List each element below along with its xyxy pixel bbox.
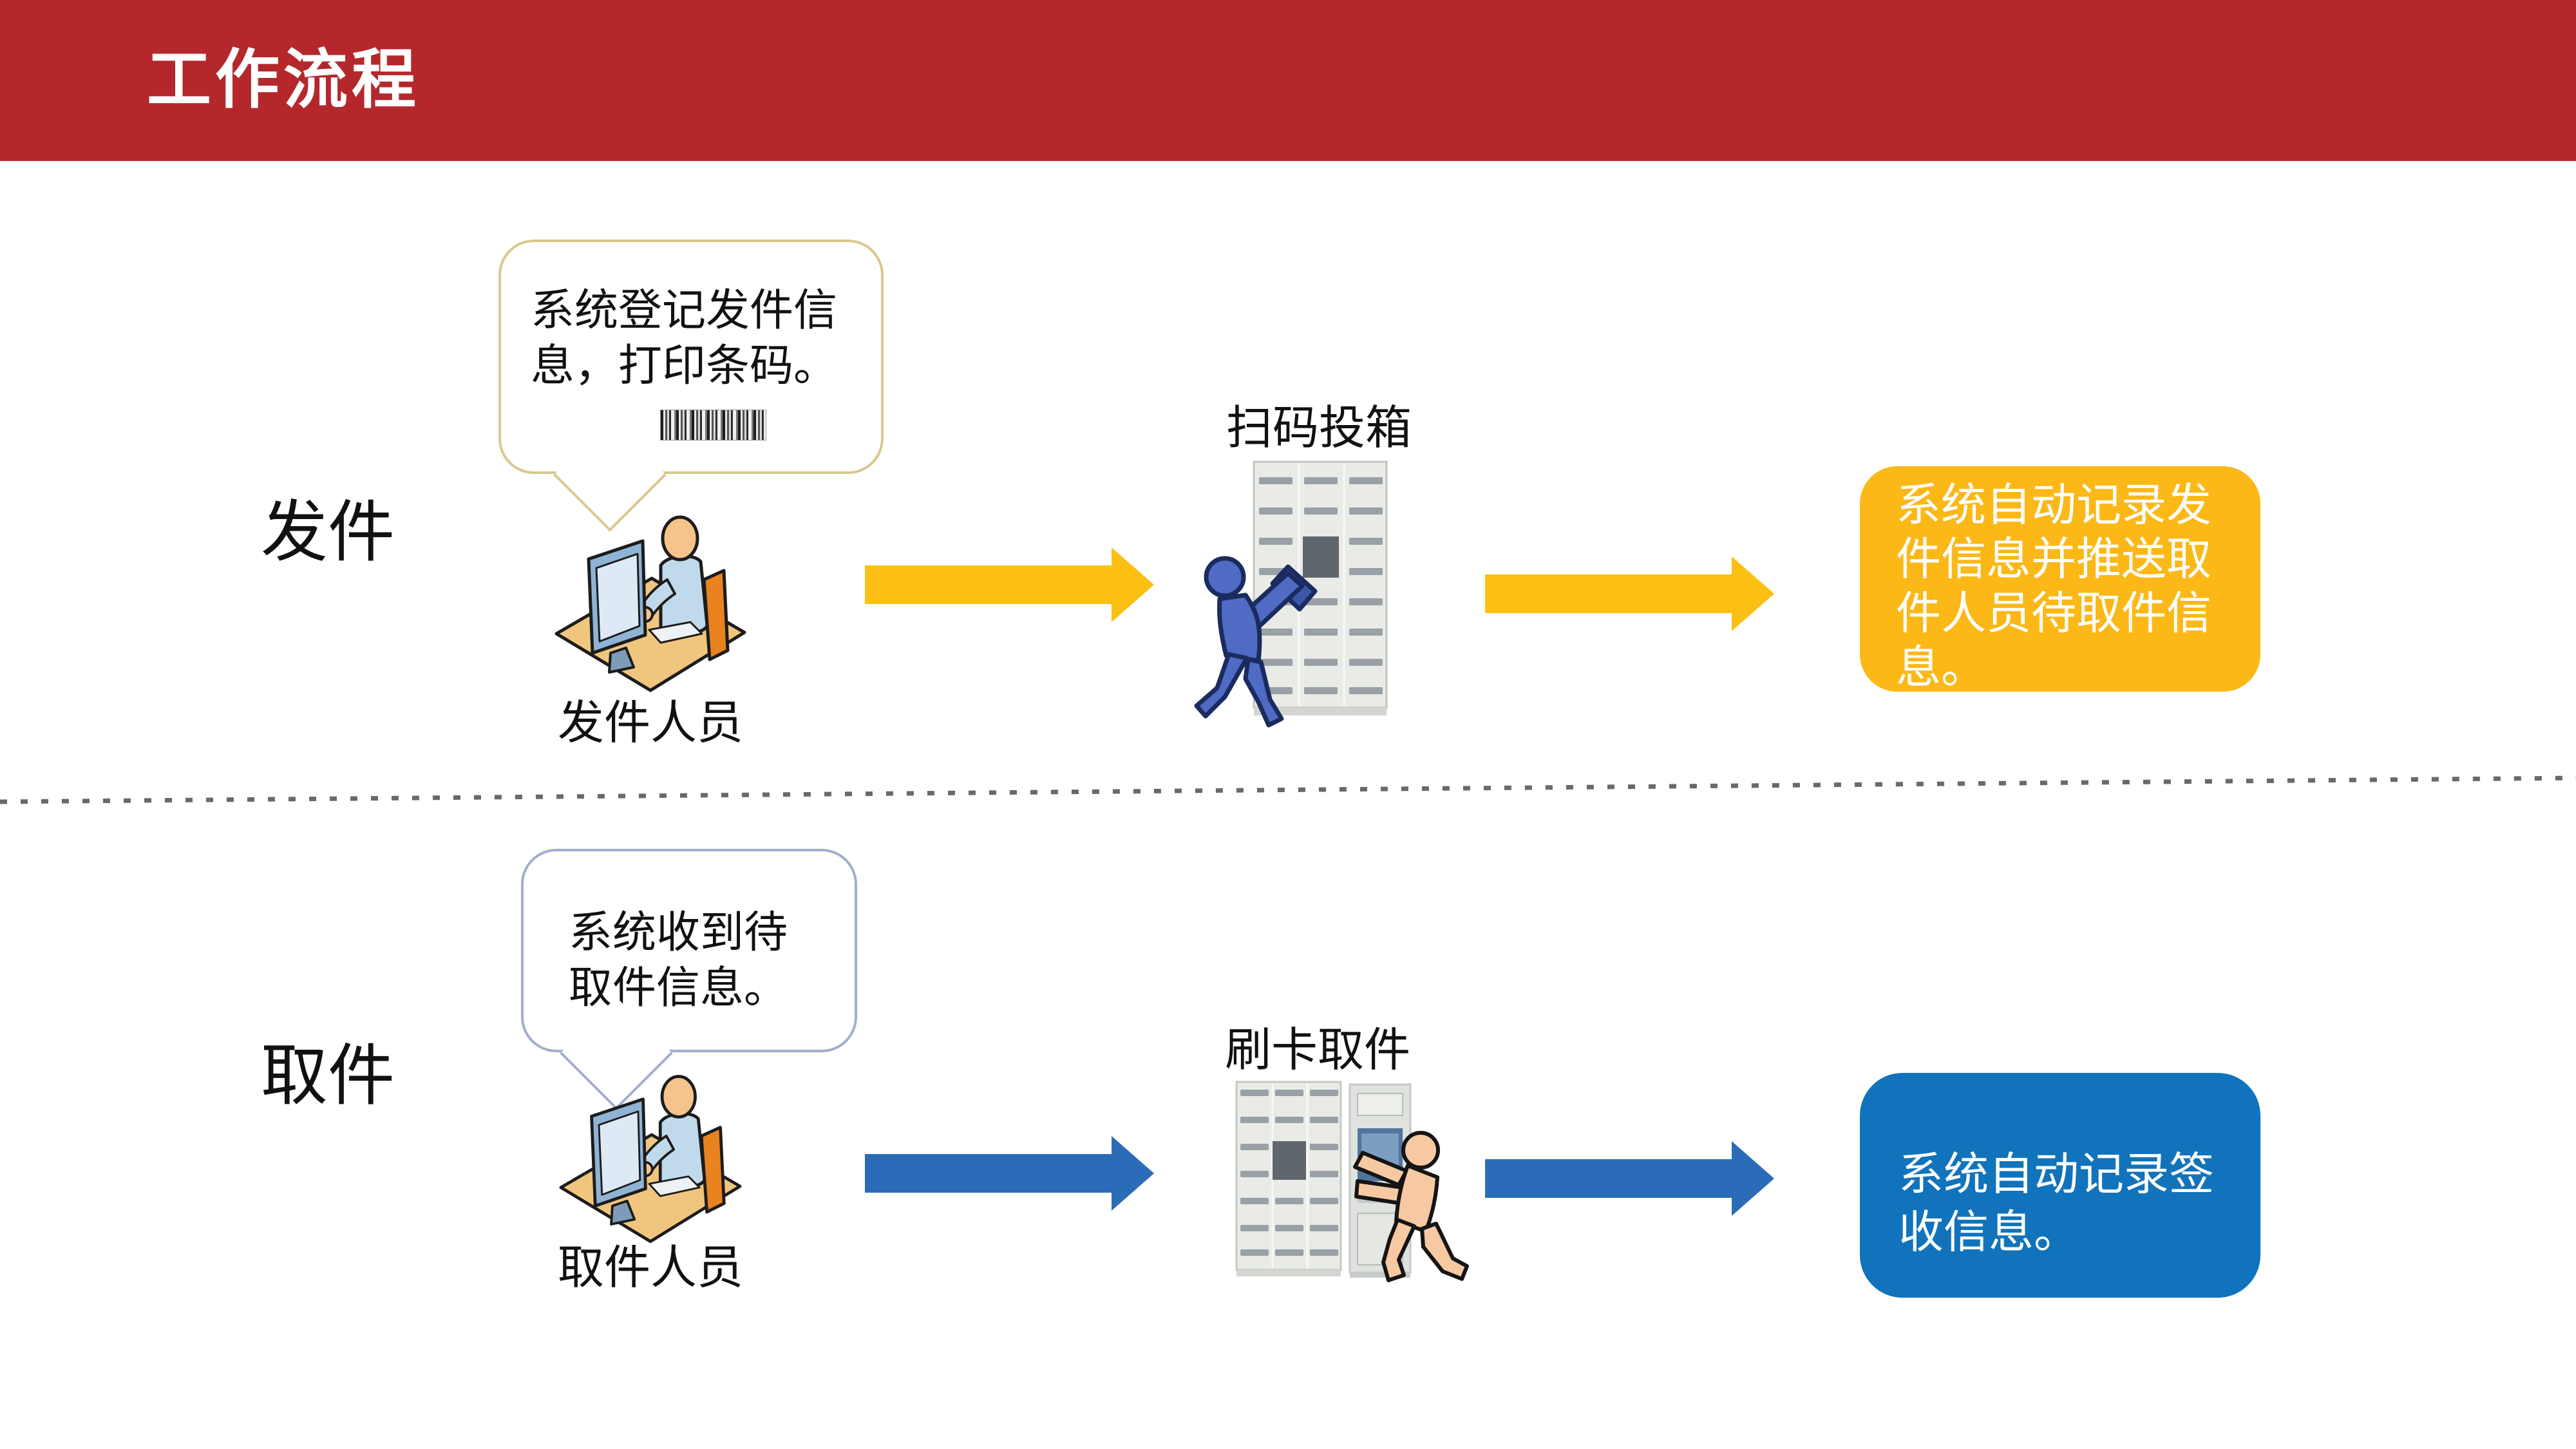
flow-arrow-pickup-1 <box>865 1136 1154 1211</box>
page-title: 工作流程 <box>147 42 420 117</box>
person-at-desk-icon <box>554 515 746 692</box>
result-text-send: 系统自动记录发件信息并推送取件人员待取件信息。 <box>1896 478 2211 694</box>
flow-arrow-pickup-2 <box>1485 1141 1774 1216</box>
walking-person-icon <box>1194 556 1318 728</box>
flow-arrow-send-1 <box>865 547 1154 622</box>
result-box-send: 系统自动记录发件信息并推送取件人员待取件信息。 <box>1860 466 2260 694</box>
speech-bubble-send: 系统登记发件信息，打印条码。 <box>498 240 884 532</box>
result-text-pickup: 系统自动记录签收信息。 <box>1899 1148 2214 1258</box>
result-box-pickup: 系统自动记录签收信息。 <box>1860 1073 2260 1298</box>
actor-label-pickup: 取件人员 <box>557 1240 743 1294</box>
dashed-separator <box>0 775 2576 804</box>
parcel-locker-icon <box>1253 460 1388 715</box>
station-label-send: 扫码投箱 <box>1226 401 1412 455</box>
actor-label-send: 发件人员 <box>557 696 743 750</box>
flow-arrow-send-2 <box>1485 556 1774 631</box>
reaching-person-icon <box>1353 1131 1469 1282</box>
station-label-pickup: 刷卡取件 <box>1224 1023 1410 1077</box>
speech-bubble-send-text: 系统登记发件信息，打印条码。 <box>531 285 838 392</box>
header-bar: 工作流程 <box>0 0 2576 161</box>
speech-bubble-pickup-text: 系统收到待取件信息。 <box>569 907 788 1014</box>
row-label-send: 发件 <box>261 493 395 571</box>
person-at-desk-icon <box>559 1075 742 1244</box>
barcode-image <box>660 410 766 440</box>
speech-bubble-pickup: 系统收到待取件信息。 <box>521 849 857 1110</box>
row-label-pickup: 取件 <box>261 1036 395 1115</box>
locker-kiosk-icon <box>1235 1081 1412 1278</box>
